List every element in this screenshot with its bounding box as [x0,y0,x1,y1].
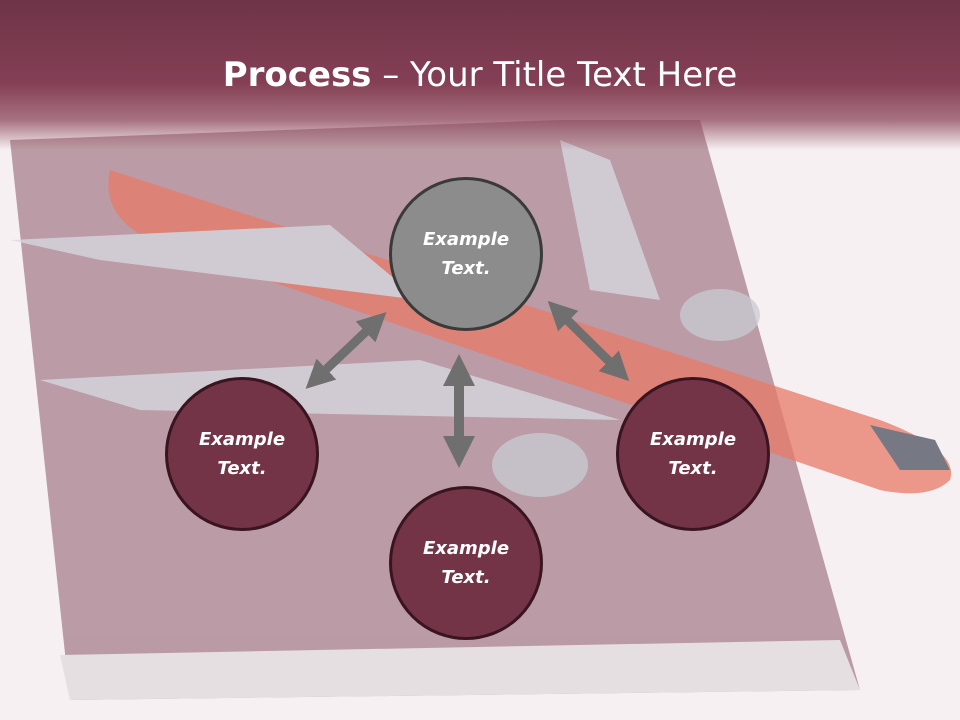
process-node-left[interactable]: Example Text. [165,377,319,531]
node-right-label: Example Text. [649,429,737,479]
node-left-label: Example Text. [198,429,286,479]
title-rest: – Your Title Text Here [371,55,738,95]
node-top-label: Example Text. [422,229,510,279]
title-band [0,0,960,150]
slide-title: Process – Your Title Text Here [0,50,960,100]
title-bold: Process [222,55,372,95]
process-node-bottom[interactable]: Example Text. [389,486,543,640]
node-bottom-label: Example Text. [422,538,510,588]
process-node-top[interactable]: Example Text. [389,177,543,331]
process-node-right[interactable]: Example Text. [616,377,770,531]
